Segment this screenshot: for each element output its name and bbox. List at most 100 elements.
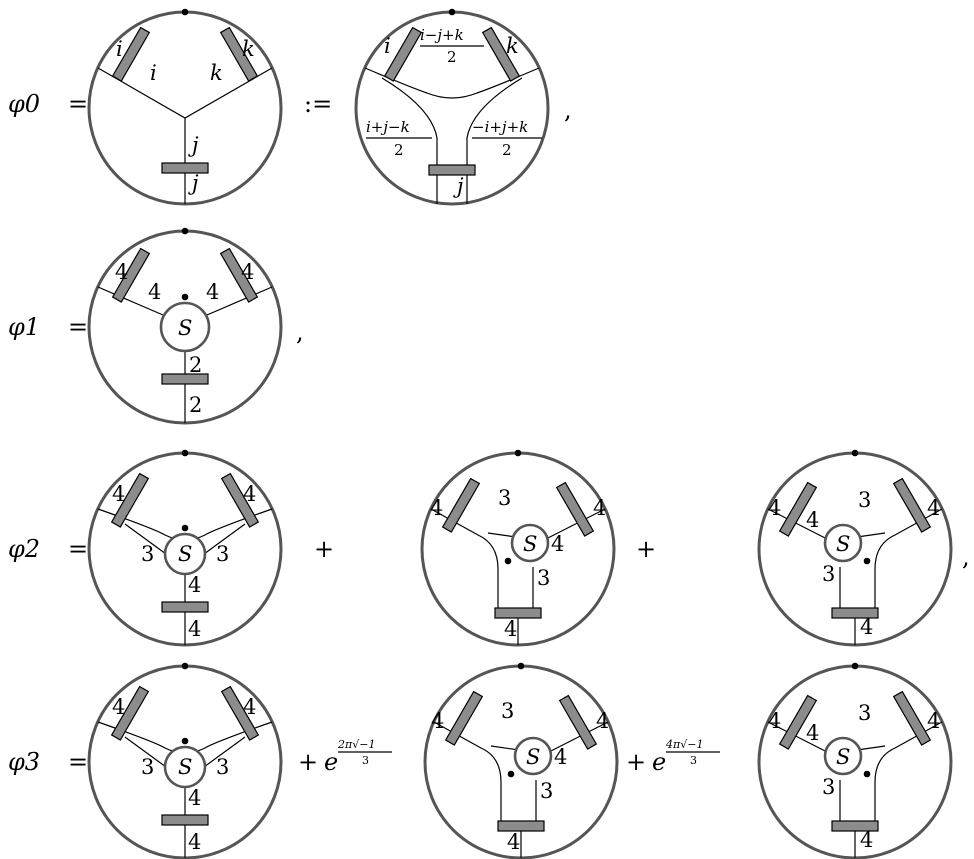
exp-denominator: 3 [690, 754, 697, 767]
label-outer-right: 4 [243, 482, 256, 506]
label-outer-right: 4 [927, 709, 940, 733]
frac-right-num: −i+j+k [472, 118, 528, 136]
row-comma: , [962, 543, 970, 571]
label-inner-left: i [150, 61, 157, 85]
phi3-term-1: S 4 4 3 3 4 4 [87, 661, 283, 859]
label-outer-left: i [116, 37, 123, 61]
coefficient-1: + e 2π√−1 3 [298, 738, 392, 776]
row-phi1: φ1 = S 4 4 4 4 2 2 , [8, 226, 304, 425]
label-inner-right: 4 [554, 745, 567, 769]
label-inner-left: 3 [141, 542, 154, 566]
label-inner-right: 3 [216, 755, 229, 779]
phi2-term-2: S 4 4 3 4 3 4 [420, 448, 616, 647]
phi3-symbol: φ3 [8, 748, 40, 776]
label-outer-left: 4 [115, 260, 128, 284]
coefficient-2: + e 4π√−1 3 [626, 738, 720, 776]
center-label: S [178, 316, 192, 340]
label-inner-right: 3 [858, 701, 871, 725]
center-label: S [178, 755, 192, 779]
center-label: S [836, 745, 850, 769]
label-inner-bottom: 3 [537, 566, 550, 590]
label-inner-left: 3 [498, 486, 511, 510]
label-outer-right: 4 [593, 496, 606, 520]
expanded-left-label: i [384, 34, 391, 58]
label-outer-right: 4 [243, 695, 256, 719]
expanded-right-label: k [506, 34, 519, 58]
label-inner-right: k [210, 61, 223, 85]
equals-sign: = [68, 535, 88, 563]
plus-sign: + [626, 748, 646, 776]
label-outer-bottom: 2 [189, 393, 202, 417]
label-inner-left: 4 [148, 280, 161, 304]
row-phi0: φ0 = i i k k j j := i k j i−j+k 2 i+j−k … [8, 7, 572, 206]
label-inner-left: 3 [501, 699, 514, 723]
frac-top-den: 2 [447, 48, 457, 66]
label-outer-bottom: 4 [507, 830, 520, 854]
row-phi2: φ2 = S 4 4 3 3 4 4 + S 4 4 3 4 3 4 + S 4 [8, 448, 970, 647]
exp-numerator: 2π√−1 [337, 738, 375, 751]
label-inner-bottom: 3 [822, 775, 835, 799]
plus-sign: + [298, 748, 318, 776]
assign-sign: := [304, 90, 332, 118]
center-label: S [526, 745, 540, 769]
phi1-symbol: φ1 [8, 313, 40, 341]
label-outer-bottom: 4 [188, 830, 201, 854]
label-outer-right: k [242, 37, 255, 61]
label-outer-bottom: j [188, 171, 199, 195]
phi0-diagram: i i k k j j [87, 7, 283, 206]
phi2-term-1: S 4 4 3 3 4 4 [87, 448, 283, 647]
label-outer-right: 4 [241, 260, 254, 284]
label-outer-left: 4 [768, 709, 781, 733]
label-outer-left: 4 [431, 709, 444, 733]
label-outer-left: 4 [112, 695, 125, 719]
label-inner-right: 3 [216, 542, 229, 566]
frac-left-num: i+j−k [366, 118, 410, 136]
phi1-diagram: S 4 4 4 4 2 2 [87, 226, 283, 425]
row-phi3: φ3 = S 4 4 3 3 4 4 + e 2π√−1 3 S 4 4 3 4… [8, 661, 953, 859]
label-inner-left: 3 [141, 755, 154, 779]
phi0-expanded-diagram: i k j i−j+k 2 i+j−k 2 −i+j+k 2 [354, 7, 550, 206]
label-outer-right: 4 [596, 709, 609, 733]
phi0-symbol: φ0 [8, 90, 40, 118]
exp-numerator: 4π√−1 [665, 738, 703, 751]
exp-denominator: 3 [362, 754, 369, 767]
plus-sign: + [314, 535, 334, 563]
label-inner-right: 4 [551, 532, 564, 556]
label-inner-right: 3 [858, 488, 871, 512]
row-comma: , [564, 96, 572, 124]
center-label: S [178, 542, 192, 566]
frac-top-num: i−j+k [420, 26, 464, 44]
label-outer-bottom: 4 [860, 828, 873, 852]
frac-right-den: 2 [502, 141, 512, 159]
label-inner-right: 4 [206, 280, 219, 304]
label-outer-bottom: 4 [860, 615, 873, 639]
center-label: S [836, 532, 850, 556]
plus-sign: + [636, 535, 656, 563]
label-inner-bottom: j [188, 133, 199, 157]
label-outer-left: 4 [768, 496, 781, 520]
label-inner-left: 4 [806, 508, 819, 532]
label-inner-bottom: 4 [188, 573, 201, 597]
frac-left-den: 2 [394, 141, 404, 159]
row-comma: , [296, 318, 304, 346]
phi2-symbol: φ2 [8, 535, 40, 563]
label-outer-right: 4 [927, 496, 940, 520]
label-outer-left: 4 [112, 482, 125, 506]
phi3-term-3: S 4 4 4 3 3 4 [757, 661, 953, 859]
equals-sign: = [68, 313, 88, 341]
exp-base: e [652, 748, 666, 776]
expanded-bottom-label: j [453, 174, 464, 198]
label-outer-bottom: 4 [188, 617, 201, 641]
phi2-term-3: S 4 4 4 3 3 4 [757, 448, 953, 647]
phi3-term-2: S 4 4 3 4 3 4 [423, 661, 619, 859]
label-inner-bottom: 3 [822, 562, 835, 586]
label-outer-left: 4 [430, 496, 443, 520]
label-inner-bottom: 4 [188, 786, 201, 810]
label-inner-bottom: 3 [540, 779, 553, 803]
equals-sign: = [68, 748, 88, 776]
equals-sign: = [68, 90, 88, 118]
label-inner-bottom: 2 [189, 353, 202, 377]
label-outer-bottom: 4 [504, 617, 517, 641]
exp-base: e [324, 748, 338, 776]
